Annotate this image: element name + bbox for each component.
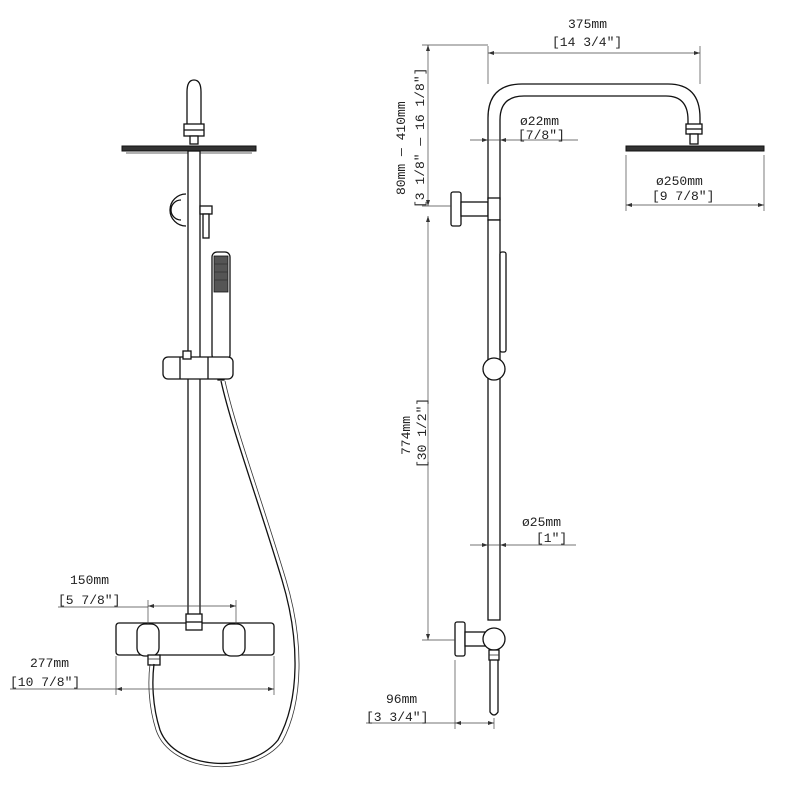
dim-overall-width: 277mm [10 7/8"]	[10, 656, 275, 695]
dim-arm-reach: 375mm [14 3/4"]	[487, 17, 701, 84]
dim-riser-length-in: [30 1/2"]	[415, 398, 430, 468]
dim-arm-reach-mm: 375mm	[568, 17, 607, 32]
dim-riser-length: 774mm [30 1/2"]	[399, 216, 455, 641]
dim-wall-projection-mm: 96mm	[386, 692, 417, 707]
dim-wall-projection-in: [3 3/4"]	[366, 710, 428, 725]
dim-arm-diameter: ø22mm [7/8"]	[470, 114, 578, 143]
dim-riser-diameter: ø25mm [1"]	[470, 515, 576, 547]
dim-arm-height-in: [3 1/8" — 16 1/8"]	[413, 68, 428, 208]
side-view: 375mm [14 3/4"] 80mm — 410mm [3 1/8" — 1…	[366, 17, 765, 729]
front-thermostatic-valve	[115, 613, 275, 666]
dim-arm-diameter-mm: ø22mm	[520, 114, 559, 129]
side-thermostatic-valve	[454, 621, 506, 716]
dim-arm-reach-in: [14 3/4"]	[552, 35, 622, 50]
front-view: 150mm [5 7/8"] 277mm [10 7/8"]	[10, 79, 300, 768]
dim-wall-projection: 96mm [3 3/4"]	[366, 660, 495, 729]
dim-head-diameter-in: [9 7/8"]	[652, 189, 714, 204]
dim-head-diameter: ø250mm [9 7/8"]	[625, 155, 765, 211]
side-shower-head	[625, 123, 765, 152]
front-shower-head	[121, 79, 257, 154]
side-wall-bracket	[450, 191, 501, 227]
dim-arm-diameter-in: [7/8"]	[518, 128, 565, 143]
dim-bar-width: 150mm [5 7/8"]	[58, 573, 237, 624]
dim-arm-height: 80mm — 410mm [3 1/8" — 16 1/8"]	[394, 44, 488, 208]
dim-bar-width-in: [5 7/8"]	[58, 593, 120, 608]
dim-overall-width-in: [10 7/8"]	[10, 675, 80, 690]
side-riser-pipe	[487, 219, 501, 621]
front-hand-shower	[211, 251, 231, 381]
side-slide-holder	[482, 357, 506, 381]
front-riser-pipe	[187, 150, 201, 622]
dim-riser-diameter-mm: ø25mm	[522, 515, 561, 530]
dim-head-diameter-mm: ø250mm	[656, 174, 703, 189]
dim-arm-height-mm: 80mm — 410mm	[394, 101, 409, 195]
front-wall-bracket	[169, 193, 213, 239]
dim-overall-width-mm: 277mm	[30, 656, 69, 671]
dim-riser-length-mm: 774mm	[399, 416, 414, 455]
front-shower-hose	[152, 380, 296, 765]
front-slide-holder	[162, 350, 234, 380]
side-hand-shower	[499, 251, 507, 353]
dim-riser-diameter-in: [1"]	[536, 531, 567, 546]
side-shower-arm	[487, 83, 701, 200]
dim-bar-width-mm: 150mm	[70, 573, 109, 588]
